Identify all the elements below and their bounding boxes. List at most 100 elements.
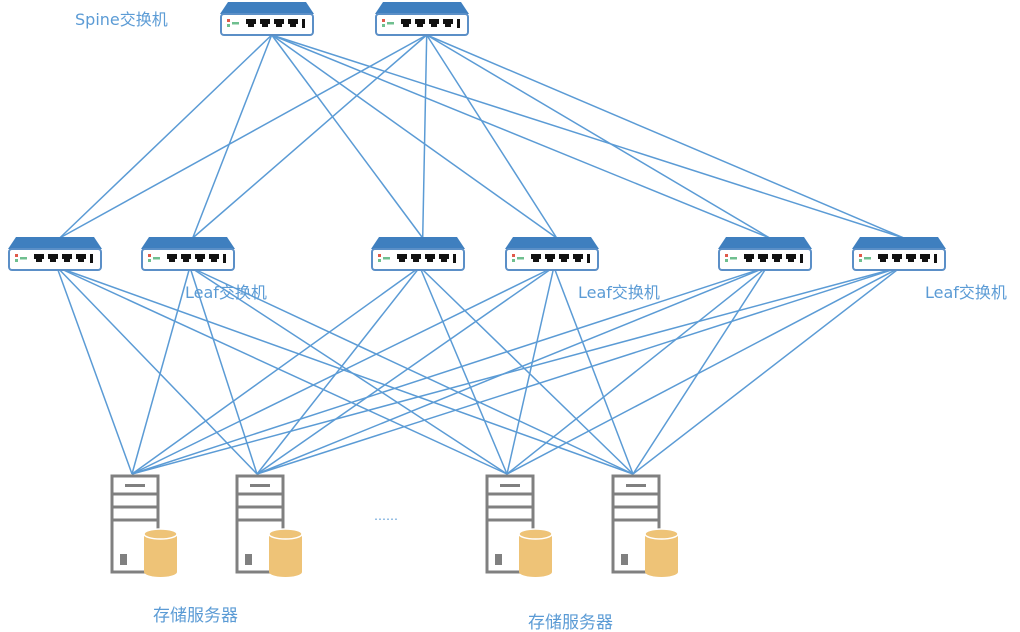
link-leaf-1-server-3 [56, 266, 508, 475]
link-leaf-2-server-2 [189, 266, 258, 475]
leaf-switch-4 [505, 237, 599, 271]
server-drive-slot [125, 484, 145, 487]
leaf-switch-6 [852, 237, 946, 271]
ethernet-port-icon [531, 254, 541, 262]
status-bar [387, 22, 394, 25]
database-disk-icon [268, 528, 303, 577]
ethernet-port-icon [772, 254, 782, 262]
ethernet-port-icon [906, 254, 916, 262]
link-leaf-5-server-3 [506, 266, 768, 475]
leaf-switch-1 [8, 237, 102, 271]
ethernet-port-icon [892, 254, 902, 262]
leaf-switch-5 [718, 237, 812, 271]
database-disk-icon [644, 528, 679, 577]
link-spine-1-leaf-3 [271, 34, 424, 239]
link-leaf-6-server-3 [506, 266, 902, 475]
link-leaf-3-server-3 [419, 266, 508, 475]
switch-roof [220, 2, 314, 14]
link-leaf-1-server-2 [56, 266, 258, 475]
leaf-switch-label-3: Leaf交换机 [925, 283, 1007, 302]
storage-server-1 [110, 474, 180, 578]
link-spine-2-leaf-6 [426, 34, 904, 239]
console-port [800, 254, 803, 263]
server-drive-slot [626, 484, 646, 487]
server-power-button [495, 554, 502, 565]
leaf-switch-2 [141, 237, 235, 271]
status-led-red [378, 254, 381, 257]
link-leaf-1-server-1 [56, 266, 133, 475]
ethernet-port-icon [573, 254, 583, 262]
link-leaf-5-server-2 [256, 266, 768, 475]
status-bar [517, 257, 524, 260]
status-led-red [512, 254, 515, 257]
ethernet-port-icon [744, 254, 754, 262]
status-led-red [859, 254, 862, 257]
ethernet-port-icon [425, 254, 435, 262]
ethernet-port-icon [167, 254, 177, 262]
ethernet-port-icon [260, 19, 270, 27]
ethernet-port-icon [274, 19, 284, 27]
link-leaf-4-server-4 [553, 266, 634, 475]
link-leaf-4-server-3 [506, 266, 555, 475]
link-spine-1-leaf-5 [271, 34, 770, 239]
link-leaf-2-server-1 [131, 266, 191, 475]
switch-roof [8, 237, 102, 249]
spine-switch-1 [220, 2, 314, 36]
link-spine-2-leaf-4 [426, 34, 558, 239]
link-leaf-6-server-1 [131, 266, 902, 475]
console-port [453, 254, 456, 263]
link-spine-2-leaf-5 [426, 34, 771, 239]
console-port [587, 254, 590, 263]
storage-server-3 [485, 474, 555, 578]
switch-roof [375, 2, 469, 14]
link-leaf-5-server-4 [632, 266, 768, 475]
status-bar [383, 257, 390, 260]
ethernet-port-icon [401, 19, 411, 27]
storage-server-4 [611, 474, 681, 578]
server-drive-slot [500, 484, 520, 487]
network-switch-icon [371, 237, 465, 271]
switch-roof [718, 237, 812, 249]
link-spine-2-leaf-3 [421, 34, 428, 239]
storage-server-icon [611, 474, 679, 577]
ethernet-port-icon [288, 19, 298, 27]
network-switch-icon [505, 237, 599, 271]
console-port [457, 19, 460, 28]
server-power-button [245, 554, 252, 565]
network-switch-icon [852, 237, 946, 271]
ethernet-port-icon [246, 19, 256, 27]
ethernet-port-icon [758, 254, 768, 262]
console-port [90, 254, 93, 263]
leaf-switch-label-2: Leaf交换机 [578, 283, 660, 302]
ethernet-port-icon [397, 254, 407, 262]
network-switch-icon [718, 237, 812, 271]
link-leaf-6-server-4 [632, 266, 902, 475]
leaf-switch-3 [371, 237, 465, 271]
database-disk-icon [143, 528, 178, 577]
storage-server-label-2: 存储服务器 [528, 613, 613, 632]
link-leaf-5-server-1 [131, 266, 768, 475]
status-led-green [725, 259, 728, 262]
ethernet-port-icon [76, 254, 86, 262]
storage-server-icon [485, 474, 553, 577]
link-spine-1-leaf-4 [271, 34, 558, 239]
console-port [223, 254, 226, 263]
link-leaf-4-server-2 [256, 266, 555, 475]
ethernet-port-icon [429, 19, 439, 27]
link-leaf-3-server-2 [256, 266, 421, 475]
status-led-red [148, 254, 151, 257]
ethernet-port-icon [415, 19, 425, 27]
status-led-green [382, 24, 385, 27]
link-leaf-1-server-4 [56, 266, 634, 475]
status-bar [232, 22, 239, 25]
spine-switch-label: Spine交换机 [75, 10, 168, 29]
link-leaf-2-server-3 [189, 266, 508, 475]
ethernet-port-icon [439, 254, 449, 262]
ethernet-port-icon [411, 254, 421, 262]
ethernet-port-icon [559, 254, 569, 262]
switch-roof [505, 237, 599, 249]
network-switch-icon [141, 237, 235, 271]
status-led-green [148, 259, 151, 262]
